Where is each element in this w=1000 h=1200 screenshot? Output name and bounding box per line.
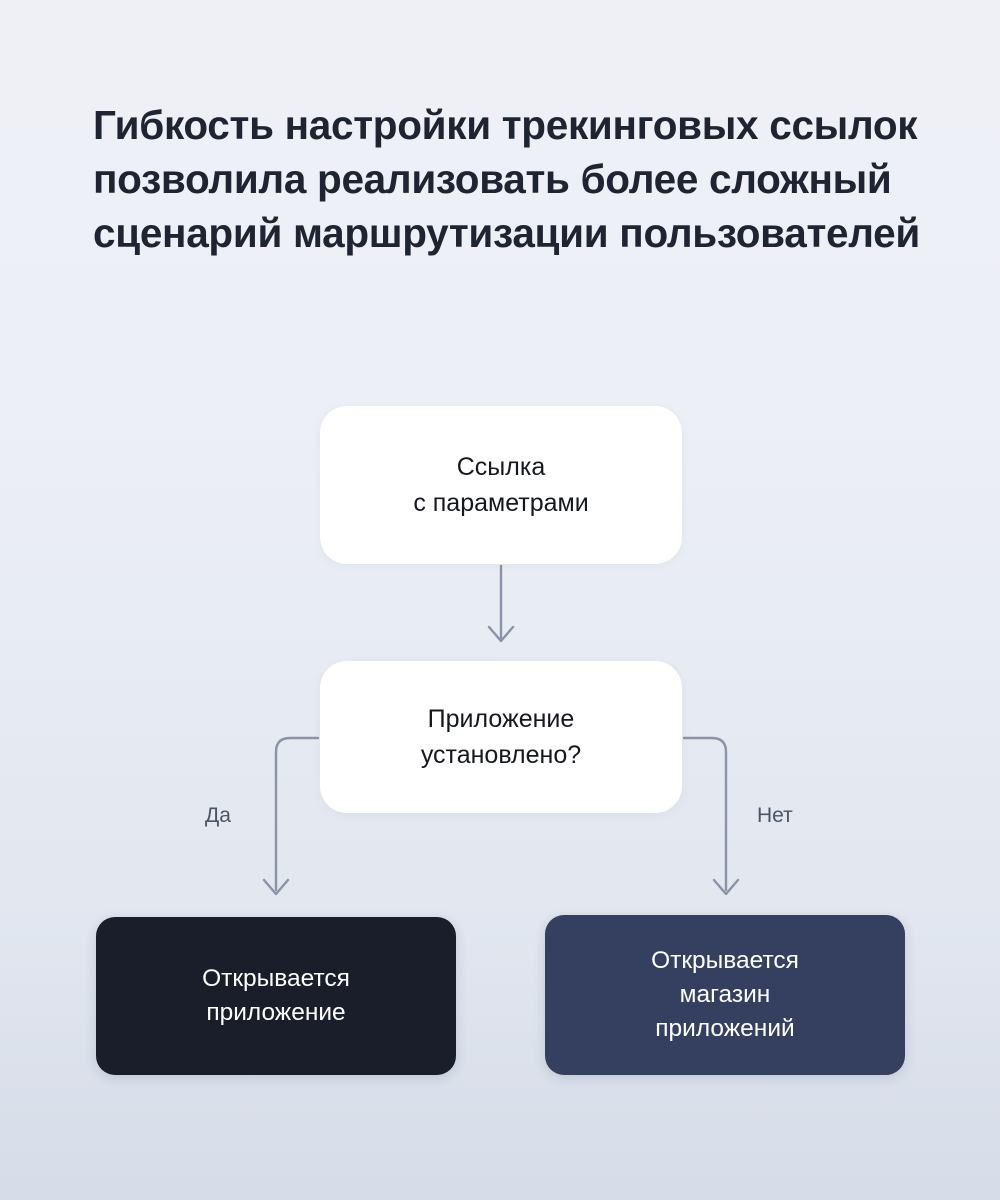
branch-label-yes: Да [205, 804, 231, 827]
connector-link-to-decision [487, 564, 515, 643]
connector-decision-to-store [682, 736, 740, 896]
flow-node-app-installed-decision: Приложение установлено? [320, 661, 682, 813]
flow-node-app-opens: Открывается приложение [96, 917, 456, 1075]
page-title: Гибкость настройки трекинговых ссылок по… [93, 102, 920, 256]
flow-node-app-store-opens: Открывается магазин приложений [545, 915, 905, 1075]
branch-label-no: Нет [757, 804, 793, 827]
connector-decision-to-app [262, 736, 320, 896]
flow-node-link-with-parameters: Ссылка с параметрами [320, 406, 682, 564]
